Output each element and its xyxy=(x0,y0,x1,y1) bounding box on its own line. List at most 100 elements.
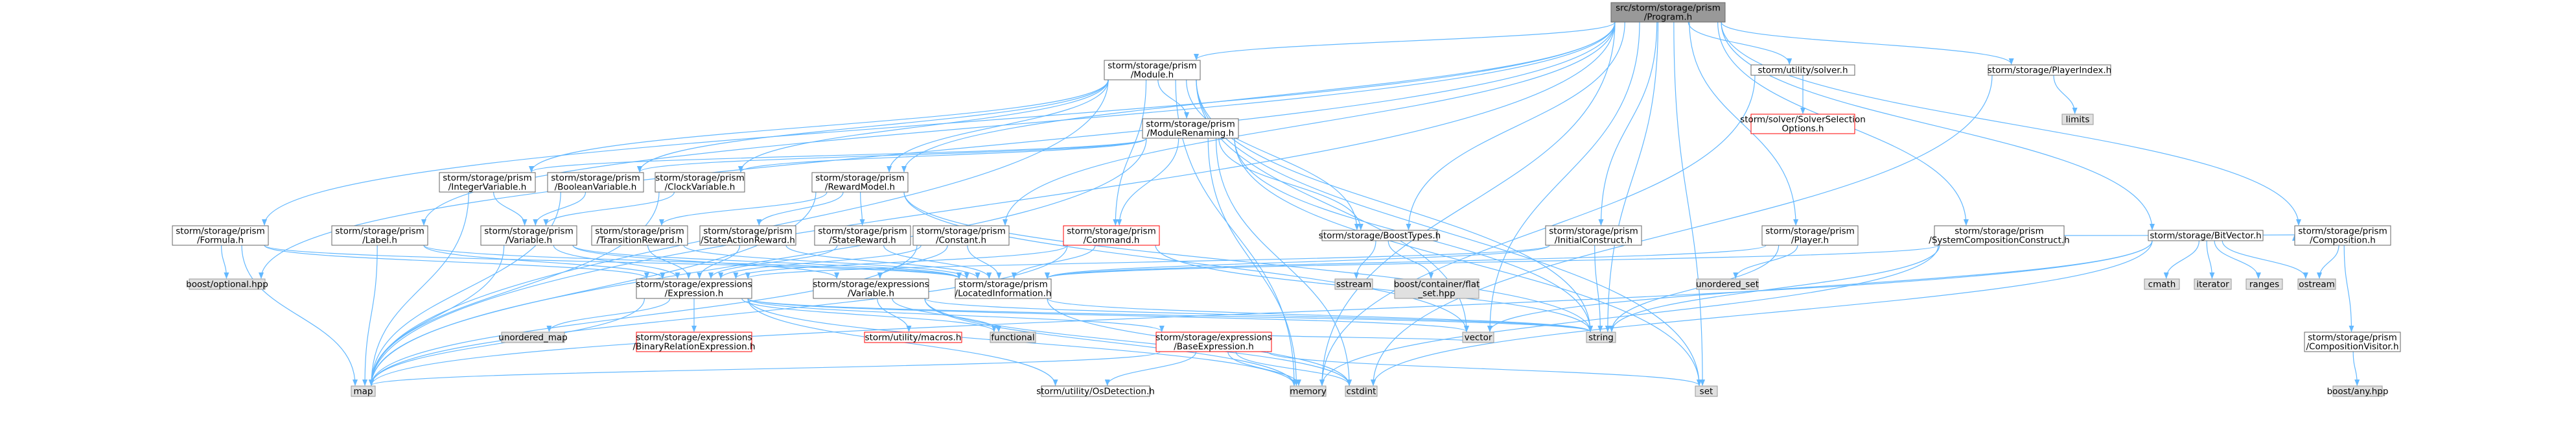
edge-player-to-unorderedset xyxy=(1733,245,1798,279)
node-label-boostany-line1: boost/any.hpp xyxy=(2327,387,2389,397)
node-boosttypes[interactable]: storm/storage/BoostTypes.h xyxy=(1319,230,1441,241)
edge-rewardmodel-to-statereward xyxy=(859,191,865,226)
edge-initialconstruct-to-expression xyxy=(745,245,1550,279)
node-box-playerindex xyxy=(1988,64,2111,76)
node-rewardmodel[interactable]: storm/storage/prism/RewardModel.h xyxy=(811,172,909,193)
node-label-solverselection-line1: storm/solver/SolverSelection xyxy=(1740,115,1866,125)
node-constant[interactable]: storm/storage/prism/Constant.h xyxy=(912,225,1010,246)
edge-playerindex-to-limits xyxy=(2053,75,2078,114)
edge-program-to-label xyxy=(421,21,1616,226)
node-expression[interactable]: storm/storage/expressions/Expression.h xyxy=(636,278,752,299)
node-label-unorderedmap-line1: unordered_map xyxy=(498,333,567,343)
edge-module-to-booleanvariable xyxy=(637,79,1109,173)
node-label-program-line1: src/storm/storage/prism xyxy=(1616,3,1721,14)
node-formula[interactable]: storm/storage/prism/Formula.h xyxy=(172,225,269,246)
edge-program-to-solverh xyxy=(1688,21,1793,65)
edge-module-to-integervariable xyxy=(529,79,1109,173)
node-label-expression-line1: storm/storage/expressions xyxy=(636,280,752,290)
node-stateactionreward[interactable]: storm/storage/prism/StateActionReward.h xyxy=(699,225,796,246)
node-label-memory-line1: memory xyxy=(1290,387,1326,397)
node-label-set-line1: set xyxy=(1700,387,1713,397)
edge-composition-to-compositionvisitor xyxy=(2343,245,2354,332)
node-label-ranges-line1: ranges xyxy=(2249,280,2279,290)
node-module[interactable]: storm/storage/prism/Module.h xyxy=(1104,60,1201,80)
node-label-bitvector-line1: storm/storage/BitVector.h xyxy=(2150,231,2261,241)
node-modulerenaming[interactable]: storm/storage/prism/ModuleRenaming.h xyxy=(1142,118,1239,139)
node-label-vector-line1: vector xyxy=(1465,333,1492,343)
node-box-cmath xyxy=(2144,278,2180,290)
edge-rewardmodel-to-vector xyxy=(903,191,1469,332)
node-booleanvariable[interactable]: storm/storage/prism/BooleanVariable.h xyxy=(547,172,644,193)
node-label-composition-line1: storm/storage/prism xyxy=(2298,226,2387,237)
node-solverh[interactable]: storm/utility/solver.h xyxy=(1750,64,1855,76)
node-macros[interactable]: storm/utility/macros.h xyxy=(864,332,962,343)
edge-composition-to-ostream xyxy=(2317,245,2339,279)
edge-clockvariable-to-map xyxy=(369,191,660,386)
edge-module-to-command xyxy=(1113,79,1147,226)
node-initialconstruct[interactable]: storm/storage/prism/InitialConstruct.h xyxy=(1545,225,1642,246)
node-locatedinfo[interactable]: storm/storage/prism/LocatedInformation.h xyxy=(955,278,1052,299)
node-osdetection[interactable]: storm/utility/OsDetection.h xyxy=(1036,385,1155,397)
edge-program-to-boosttypes xyxy=(1406,21,1625,230)
node-command[interactable]: storm/storage/prism/Command.h xyxy=(1063,225,1160,246)
edge-module-to-set xyxy=(1196,79,1702,386)
edge-statereward-to-expression xyxy=(708,245,838,279)
node-box-rewardmodel xyxy=(811,172,909,193)
node-program[interactable]: src/storm/storage/prism/Program.h xyxy=(1610,2,1726,23)
node-transitionreward[interactable]: storm/storage/prism/TransitionReward.h xyxy=(591,225,688,246)
edge-formula-to-expression xyxy=(264,245,649,279)
node-clockvariable[interactable]: storm/storage/prism/ClockVariable.h xyxy=(655,172,745,193)
node-statereward[interactable]: storm/storage/prism/StateReward.h xyxy=(814,225,911,246)
node-label-module-line1: storm/storage/prism xyxy=(1108,61,1197,71)
node-box-compositionvisitor xyxy=(2304,332,2401,352)
edge-rewardmodel-to-stateactionreward xyxy=(756,191,844,226)
node-memory: memory xyxy=(1290,385,1327,397)
edge-compositionvisitor-to-boostany xyxy=(2352,351,2360,386)
node-label-flatset-line1: boost/container/flat xyxy=(1394,280,1480,290)
edge-variable-to-expression xyxy=(553,245,680,279)
node-box-ranges xyxy=(2245,278,2283,290)
node-systemcomposition[interactable]: storm/storage/prism/SystemCompositionCon… xyxy=(1929,225,2070,246)
node-compositionvisitor[interactable]: storm/storage/prism/CompositionVisitor.h xyxy=(2304,332,2401,352)
node-player[interactable]: storm/storage/prism/Player.h xyxy=(1761,225,1859,246)
node-integervariable[interactable]: storm/storage/prism/IntegerVariable.h xyxy=(439,172,536,193)
node-playerindex[interactable]: storm/storage/PlayerIndex.h xyxy=(1988,64,2111,76)
node-variable[interactable]: storm/storage/prism/Variable.h xyxy=(480,225,577,246)
edge-module-to-clockvariable xyxy=(738,79,1109,173)
node-label-ostream-line1: ostream xyxy=(2299,280,2335,290)
edge-formula-to-boostoptional xyxy=(220,245,229,279)
edge-command-to-locatedinfo xyxy=(1011,245,1096,279)
edge-modulerenaming-to-set xyxy=(1234,138,1702,386)
node-box-baseexpression xyxy=(1155,332,1272,352)
edge-modulerenaming-to-boosttypes xyxy=(1218,138,1363,230)
node-label-player-line1: storm/storage/prism xyxy=(1765,226,1855,237)
node-binaryrelation[interactable]: storm/storage/expressions/BinaryRelation… xyxy=(632,332,756,352)
edge-statereward-to-locatedinfo xyxy=(883,245,992,279)
node-label[interactable]: storm/storage/prism/Label.h xyxy=(331,225,428,246)
node-box-ostream xyxy=(2297,278,2336,290)
node-box-integervariable xyxy=(439,172,536,193)
edge-boosttypes-to-flatset xyxy=(1387,240,1434,279)
node-label-modulerenaming-line1: storm/storage/prism xyxy=(1146,119,1235,130)
edge-constant-to-expression xyxy=(718,245,922,279)
node-composition[interactable]: storm/storage/prism/Composition.h xyxy=(2294,225,2391,246)
edge-program-to-initialconstruct xyxy=(1598,21,1658,226)
edge-program-to-formula xyxy=(262,21,1616,226)
edge-program-to-playerindex xyxy=(1721,21,2014,65)
node-label-variable-line1: storm/storage/prism xyxy=(484,226,574,237)
node-box-iterator xyxy=(2194,278,2232,290)
edge-command-to-map xyxy=(369,245,1068,386)
node-exprvariable[interactable]: storm/storage/expressions/Variable.h xyxy=(813,278,929,299)
node-baseexpression[interactable]: storm/storage/expressions/BaseExpression… xyxy=(1155,332,1272,352)
edge-modulerenaming-to-memory xyxy=(1207,138,1299,386)
node-label-compositionvisitor-line1: storm/storage/prism xyxy=(2308,333,2397,343)
edge-label-to-map xyxy=(362,245,378,386)
node-label-formula-line2: /Formula.h xyxy=(197,236,244,246)
node-label-systemcomposition-line1: storm/storage/prism xyxy=(1955,226,2044,237)
edge-expression-to-functional xyxy=(741,298,997,332)
node-bitvector[interactable]: storm/storage/BitVector.h xyxy=(2148,230,2264,241)
node-box-command xyxy=(1063,225,1160,246)
node-box-unorderedmap xyxy=(501,332,565,343)
edge-program-to-player xyxy=(1689,21,1799,226)
